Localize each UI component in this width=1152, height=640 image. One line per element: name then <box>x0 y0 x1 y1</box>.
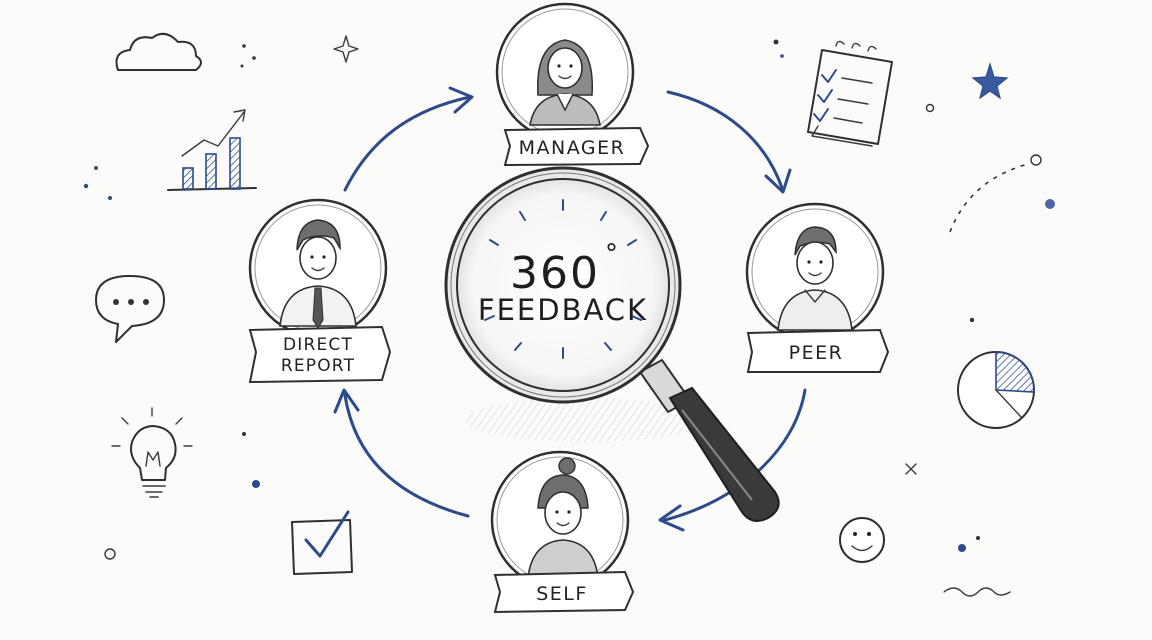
dots-lower-left <box>104 432 260 560</box>
arrowhead-peer <box>764 168 792 194</box>
cloud-icon <box>115 32 202 71</box>
arrow-direct-to-manager <box>343 95 472 192</box>
direct-report-avatar-icon <box>279 219 357 329</box>
direct-report-label-line1: DIRECT <box>283 335 353 355</box>
magnifier-handle <box>638 358 780 522</box>
arrowhead-manager <box>448 86 474 114</box>
checkbox-icon <box>291 510 353 575</box>
arrow-manager-to-peer <box>666 90 784 190</box>
self-avatar-icon <box>527 457 599 579</box>
center-number: 360 <box>510 248 600 299</box>
peer-avatar-icon <box>777 226 853 331</box>
peer-label: PEER <box>789 342 844 364</box>
arrow-self-to-direct <box>343 393 470 518</box>
arrowhead-self <box>658 504 685 532</box>
star-icon <box>971 61 1009 100</box>
dotted-arc <box>949 154 1055 233</box>
degree-symbol: ° <box>605 239 618 269</box>
lens-rays <box>484 199 642 359</box>
sparkle-icon <box>333 35 359 63</box>
direct-report-label-line2: REPORT <box>281 356 355 376</box>
dots-left <box>83 166 112 200</box>
center-word: FEEDBACK <box>478 293 648 327</box>
arrow-peer-to-self <box>663 388 807 522</box>
cycle-arrows <box>333 86 807 532</box>
node-direct-report: DIRECT REPORT <box>248 198 392 384</box>
magnifying-glass-icon: 360 ° FEEDBACK <box>444 166 780 522</box>
pie-chart-icon <box>957 351 1035 429</box>
manager-label: MANAGER <box>519 137 626 159</box>
node-peer: PEER <box>745 202 890 373</box>
node-self: SELF <box>490 450 635 614</box>
speech-bubble-icon <box>95 275 165 343</box>
dots-top-right <box>773 39 935 113</box>
node-manager: MANAGER <box>495 2 650 167</box>
smiley-icon <box>839 517 885 563</box>
dots-top-left <box>240 44 256 68</box>
self-label: SELF <box>536 583 588 605</box>
arrowhead-direct <box>333 388 360 414</box>
dots-right <box>905 317 980 552</box>
bar-chart-icon <box>167 109 257 191</box>
checklist-notepad-icon <box>807 40 893 147</box>
manager-avatar-icon <box>529 39 601 126</box>
squiggle-line <box>943 587 1011 597</box>
lightbulb-icon <box>111 407 193 498</box>
